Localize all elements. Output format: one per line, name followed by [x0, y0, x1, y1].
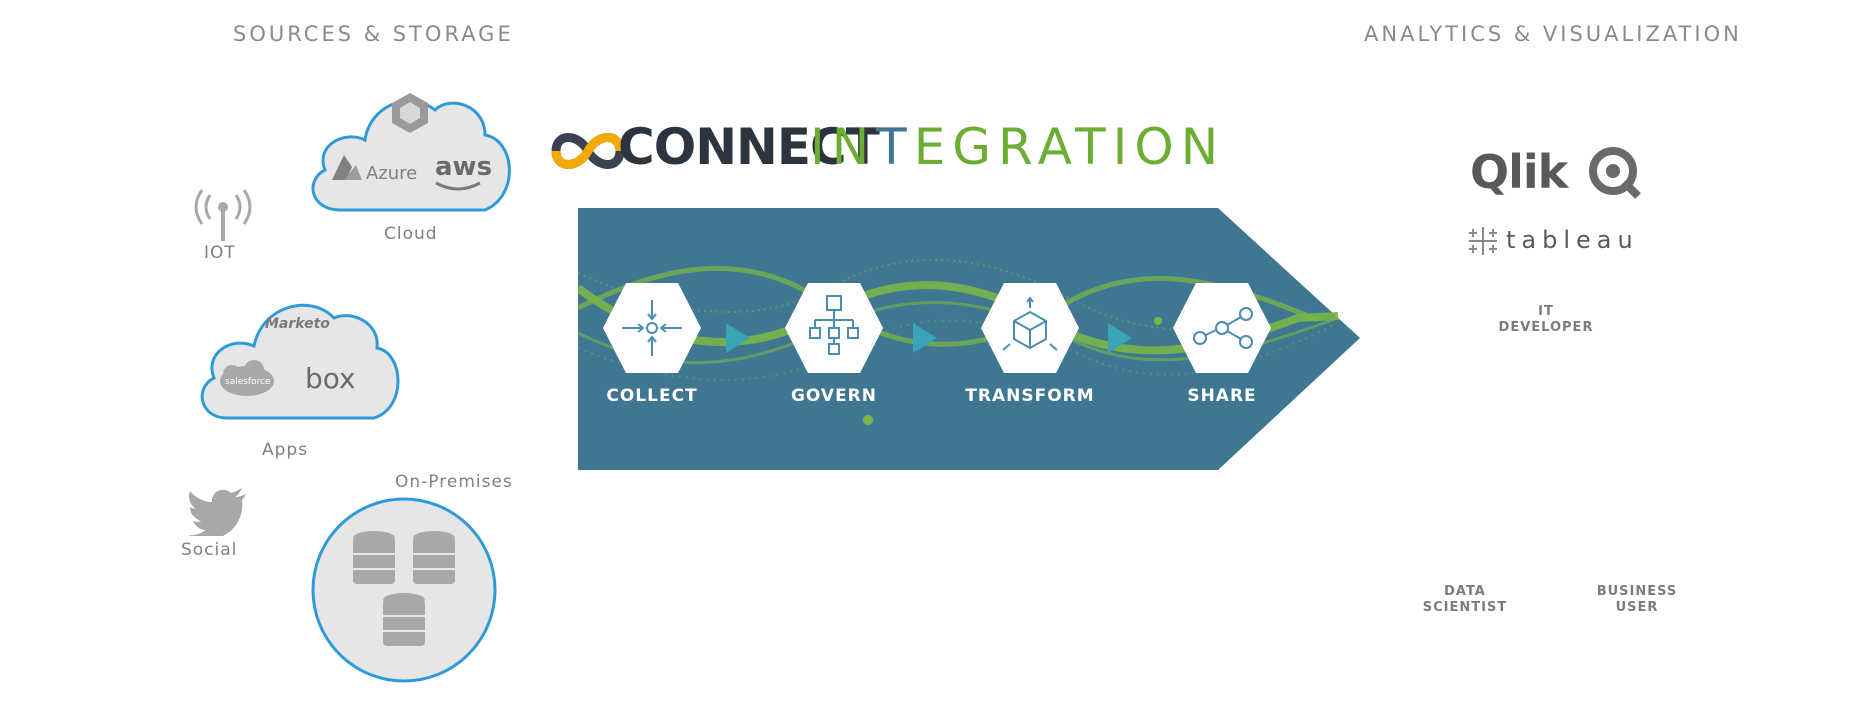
logo-connect-text: CONNECT — [618, 118, 880, 176]
social-label: Social — [181, 540, 238, 560]
aws-smile-icon — [435, 181, 481, 191]
azure-label: Azure — [366, 163, 417, 184]
collect-icon — [622, 300, 682, 356]
transform-hex — [981, 283, 1079, 373]
cube-icon — [1002, 296, 1058, 351]
aws-label: aws — [435, 152, 492, 182]
logo-integration-part-b: T — [876, 118, 914, 176]
svg-text:salesforce: salesforce — [225, 377, 271, 387]
cloud-storage-cloud: Azure aws — [311, 93, 511, 212]
step-share-label: SHARE — [1187, 386, 1257, 406]
step-govern-label: GOVERN — [790, 386, 878, 406]
cloud-label: Cloud — [384, 224, 438, 244]
qlik-label: Qlik — [1470, 145, 1568, 199]
gear-hex-icon — [392, 93, 428, 133]
logo-integration-part-a: IN — [810, 118, 877, 176]
qlik-q-icon — [1589, 147, 1641, 199]
apps-cloud: Marketo salesforce box — [200, 303, 400, 420]
data-scientist-line-1: DATA — [1444, 584, 1486, 599]
antenna-icon — [194, 189, 252, 241]
connect-infinity-icon — [551, 133, 625, 169]
it-developer-line-2: DEVELOPER — [1498, 320, 1594, 335]
sources-storage-header: SOURCES & STORAGE — [233, 22, 514, 46]
business-user-label: BUSINESS USER — [1582, 584, 1692, 616]
on-premises-label: On-Premises — [395, 472, 513, 492]
qlik-logo: Qlik — [1470, 145, 1568, 205]
logo-integration-part-c: EGRATION — [913, 118, 1226, 176]
business-user-line-1: BUSINESS — [1596, 584, 1678, 599]
logo-integration: INTEGRATION — [810, 118, 1225, 176]
tableau-cross-icon — [1469, 227, 1497, 255]
business-user-line-2: USER — [1615, 600, 1659, 615]
tableau-label: tableau — [1506, 226, 1639, 254]
step-transform-label: TRANSFORM — [965, 386, 1095, 406]
box-label: box — [305, 362, 356, 395]
marketo-label: Marketo — [265, 316, 330, 332]
salesforce-logo-icon: salesforce — [220, 360, 274, 396]
share-hex — [1173, 283, 1271, 373]
arrow-icon — [913, 323, 937, 353]
logo-connect: CONNECT — [618, 118, 880, 176]
iot-label: IOT — [204, 243, 236, 263]
data-scientist-line-2: SCIENTIST — [1422, 600, 1508, 615]
arrow-icon — [726, 323, 750, 353]
it-developer-label: IT DEVELOPER — [1486, 304, 1606, 336]
it-developer-line-1: IT — [1538, 304, 1554, 319]
azure-logo-icon — [332, 155, 362, 180]
govern-icon — [809, 295, 859, 355]
database-icon — [353, 531, 455, 646]
analytics-visualization-header: ANALYTICS & VISUALIZATION — [1364, 22, 1742, 46]
data-scientist-label: DATA SCIENTIST — [1410, 584, 1520, 616]
collect-hex — [603, 283, 701, 373]
pipeline-band — [578, 208, 1360, 470]
share-icon — [1193, 307, 1253, 349]
step-collect-label: COLLECT — [606, 386, 698, 406]
govern-hex — [785, 283, 883, 373]
apps-label: Apps — [262, 440, 309, 460]
twitter-bird-icon — [188, 488, 246, 536]
on-premises-circle — [311, 497, 497, 683]
arrow-icon — [1108, 323, 1132, 353]
